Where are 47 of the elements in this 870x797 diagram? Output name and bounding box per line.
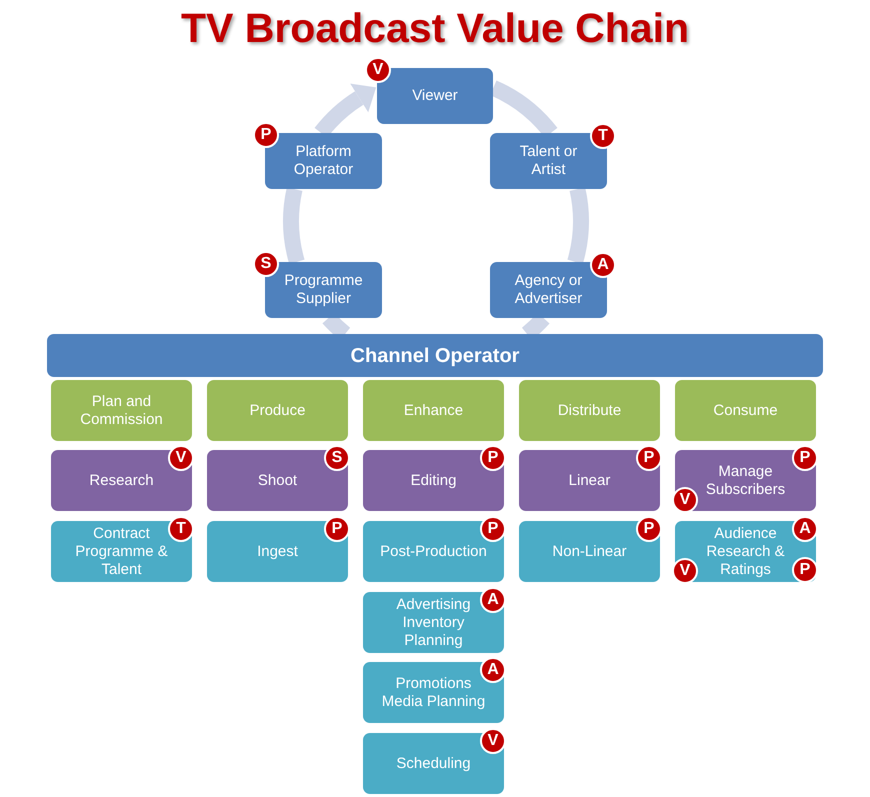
diagram-title: TV Broadcast Value Chain — [180, 4, 690, 52]
stakeholder-name: Platform Operator — [292, 143, 354, 179]
role-badge: T — [590, 123, 616, 149]
role-badge: A — [590, 252, 616, 278]
role-badge: T — [168, 516, 194, 542]
role-badge: S — [324, 445, 350, 471]
activity-name: Ingest — [257, 542, 298, 560]
role-badge: A — [480, 657, 506, 683]
activity-name: Audience Research & Ratings — [705, 524, 786, 578]
activity-name: Linear — [568, 472, 610, 490]
stage-box: Enhance — [363, 380, 504, 441]
role-badge: V — [480, 728, 506, 754]
role-badge: P — [636, 445, 662, 471]
stage-box: Plan and Commission — [51, 380, 192, 441]
role-badge: A — [480, 587, 506, 613]
cycle-band — [283, 188, 305, 264]
role-badge: P — [324, 516, 350, 542]
role-badge: P — [792, 445, 818, 471]
activity-name: Advertising Inventory Planning — [395, 596, 472, 650]
role-badge: A — [792, 516, 818, 542]
stage-box: Consume — [675, 380, 816, 441]
role-badge: P — [792, 557, 818, 583]
role-badge: P — [480, 516, 506, 542]
role-badge: V — [672, 487, 698, 513]
stakeholder-name: Programme Supplier — [283, 272, 364, 308]
activity-name: Shoot — [258, 472, 298, 490]
role-badge: P — [253, 122, 279, 148]
role-badge: V — [365, 57, 391, 83]
cycle-band — [567, 188, 589, 264]
role-badge: P — [636, 516, 662, 542]
activity-name: Contract Programme & Talent — [74, 524, 169, 578]
activity-name: Research — [89, 472, 154, 490]
stage-box: Produce — [207, 380, 348, 441]
stage-box: Distribute — [519, 380, 660, 441]
activity-name: Scheduling — [396, 754, 471, 772]
operator-bar: Channel Operator — [47, 334, 823, 377]
stakeholder-name: Agency or Advertiser — [514, 272, 584, 308]
stakeholder-name: Viewer — [412, 87, 458, 105]
activity-name: Manage Subscribers — [704, 462, 786, 498]
activity-name: Editing — [410, 472, 456, 490]
activity-name: Post-Production — [380, 542, 487, 560]
role-badge: V — [168, 445, 194, 471]
role-badge: V — [672, 558, 698, 584]
role-badge: P — [480, 445, 506, 471]
stakeholder-name: Talent or Artist — [518, 143, 578, 179]
activity-name: Non-Linear — [552, 542, 627, 560]
role-badge: S — [253, 251, 279, 277]
